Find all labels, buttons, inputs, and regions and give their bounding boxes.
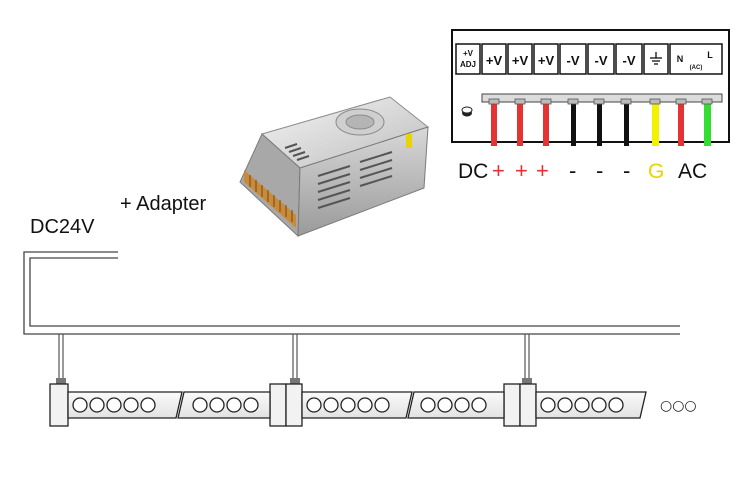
terminal-label: -V bbox=[623, 53, 636, 68]
strip-continuation: ○○○ bbox=[660, 398, 697, 414]
wire bbox=[704, 102, 711, 146]
terminal-ac-l: L bbox=[707, 50, 713, 60]
ground-icon bbox=[650, 52, 662, 65]
wire bbox=[652, 102, 659, 146]
wire bbox=[624, 102, 629, 146]
wire bbox=[491, 102, 497, 146]
terminal-label: -V bbox=[567, 53, 580, 68]
plus-label: + bbox=[492, 158, 505, 183]
adapter-label: + Adapter bbox=[120, 193, 207, 215]
led-chips bbox=[72, 397, 624, 413]
terminal-adj-bottom: ADJ bbox=[460, 60, 476, 69]
terminal-ac-n: N bbox=[677, 54, 684, 64]
wire bbox=[597, 102, 602, 146]
power-bus bbox=[23, 251, 680, 335]
wire bbox=[543, 102, 549, 146]
plus-label: + bbox=[515, 158, 528, 183]
wire bbox=[678, 102, 684, 146]
ground-label: G bbox=[648, 160, 665, 183]
terminal-label: -V bbox=[595, 53, 608, 68]
minus-label: - bbox=[623, 158, 631, 183]
minus-label: - bbox=[596, 158, 604, 183]
dc-label: DC bbox=[458, 160, 489, 183]
plus-label: + bbox=[536, 158, 549, 183]
minus-label: - bbox=[569, 158, 577, 183]
ac-label: AC bbox=[678, 160, 708, 183]
terminal-ac-sub: (AC) bbox=[690, 65, 703, 71]
wire bbox=[517, 102, 523, 146]
terminal-label: +V bbox=[538, 53, 555, 68]
wires bbox=[491, 102, 711, 146]
terminal-label: +V bbox=[486, 53, 503, 68]
terminal-label: +V bbox=[512, 53, 529, 68]
dc-voltage-label: DC24V bbox=[30, 216, 95, 238]
terminal-block bbox=[451, 29, 730, 143]
power-supply-image bbox=[239, 96, 430, 238]
wire bbox=[571, 102, 576, 146]
terminal-adj-top: +V bbox=[463, 49, 474, 58]
strip-drops bbox=[58, 334, 530, 383]
